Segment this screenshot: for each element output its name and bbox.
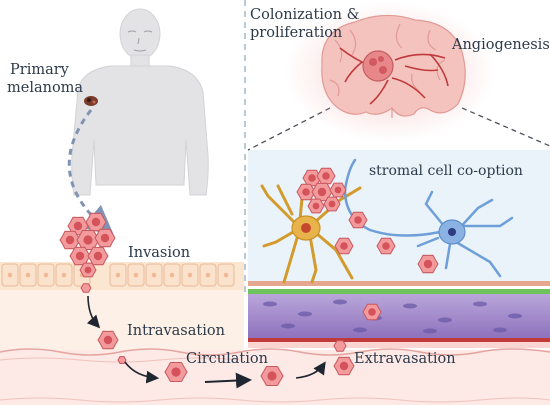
tumor-cell-nucleus xyxy=(328,200,336,208)
tumor-cell xyxy=(117,356,127,364)
tumor-cell-nucleus xyxy=(65,235,75,245)
tumor-cell-nucleus xyxy=(317,187,327,197)
spread-arrow xyxy=(67,109,115,236)
tumor-cell-nucleus xyxy=(93,251,103,261)
tumor-cell xyxy=(94,228,116,248)
label-intravasation: Intravasation xyxy=(127,323,225,339)
tumor-cell xyxy=(362,303,382,321)
tumor-cell-nucleus xyxy=(423,259,433,269)
tumor-cell xyxy=(323,196,341,212)
tumor-cell xyxy=(164,362,188,382)
tumor-cell-nucleus xyxy=(91,217,101,227)
tumor-cell-nucleus xyxy=(171,367,181,377)
tumor-cell xyxy=(79,262,97,278)
brain-vessels xyxy=(339,47,449,105)
tumor-cell xyxy=(333,340,347,352)
label-circulation: Circulation xyxy=(186,351,268,367)
label-colonization-line1: Colonization & xyxy=(250,7,360,23)
label-invasion: Invasion xyxy=(128,245,191,261)
tumor-cell xyxy=(329,182,347,198)
process-arrows xyxy=(86,295,326,389)
tumor-cell xyxy=(296,183,316,201)
neuron xyxy=(343,158,514,278)
tumor-cell xyxy=(376,237,396,255)
label-extravasation: Extravasation xyxy=(354,351,456,367)
vessel-wall xyxy=(248,338,550,342)
tumor-cell xyxy=(333,356,355,376)
tumor-cell-nucleus xyxy=(340,242,348,250)
tumor-cell-nucleus xyxy=(368,308,376,316)
tumor-cell-nucleus xyxy=(73,221,83,231)
astrocyte xyxy=(260,184,362,284)
brain-metastasis xyxy=(362,50,394,82)
tumor-cell-nucleus xyxy=(75,251,85,261)
tumor-cell-nucleus xyxy=(100,233,110,243)
tumor-cell xyxy=(348,211,368,229)
tumor-cell xyxy=(311,182,333,202)
tumor-cell-nucleus xyxy=(302,188,310,196)
tumor-cell-nucleus xyxy=(84,266,92,274)
primary-melanoma-lesion xyxy=(84,96,98,106)
tumor-cell xyxy=(80,283,92,293)
panel-border xyxy=(248,281,550,286)
label-angiogenesis: Angiogenesis xyxy=(452,37,550,53)
label-colonization-line2: proliferation xyxy=(250,25,343,41)
tumor-cell-nucleus xyxy=(339,361,349,371)
label-stromal-co-option: stromal cell co-option xyxy=(369,163,523,179)
tumor-cell-nucleus xyxy=(382,242,390,250)
tumor-cell xyxy=(87,246,109,266)
tumor-cell-nucleus xyxy=(334,186,342,194)
tumor-cell xyxy=(260,366,284,386)
endothelial-nuclei xyxy=(263,299,522,334)
tumor-cell xyxy=(417,254,439,274)
label-primary-melanoma-line1: Primary xyxy=(10,62,69,78)
tumor-cell-nucleus xyxy=(103,335,113,345)
tumor-cell-nucleus xyxy=(322,172,330,180)
basement-membrane-green xyxy=(248,289,550,294)
tumor-cell-nucleus xyxy=(83,235,93,245)
human-silhouette xyxy=(71,8,209,196)
tumor-cell xyxy=(316,167,336,185)
tumor-cell-nucleus xyxy=(267,371,277,381)
tumor-cell xyxy=(307,198,325,214)
stroma-layer xyxy=(0,290,244,350)
tumor-cell xyxy=(334,237,354,255)
tumor-cells xyxy=(59,167,439,386)
tumor-cell xyxy=(97,330,119,350)
tumor-cell-nucleus xyxy=(354,216,362,224)
tumor-cell xyxy=(59,230,81,250)
tumor-cell-nucleus xyxy=(308,174,316,182)
tumor-cell xyxy=(302,169,322,187)
label-primary-melanoma-line2: melanoma xyxy=(7,80,84,96)
tumor-cell-nucleus xyxy=(312,202,320,210)
